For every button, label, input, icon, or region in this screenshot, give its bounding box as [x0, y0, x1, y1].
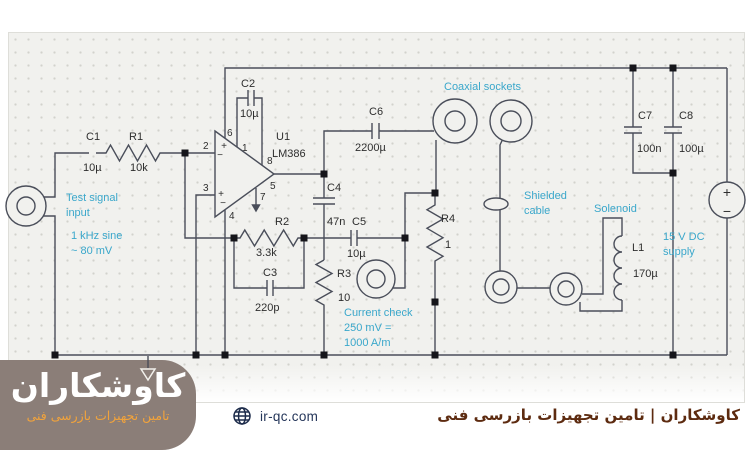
note-supply-1: 15 V DC [663, 231, 705, 243]
opamp-minus-mark-2: − [220, 198, 226, 209]
shielded-cable-symbol [483, 197, 509, 211]
junction-dots [51, 64, 677, 359]
resistor-r2 [234, 228, 304, 248]
c8-branch [664, 68, 682, 355]
input-coax-socket [5, 185, 47, 227]
note-cable: cable [524, 205, 550, 217]
note-coaxial-sockets: Coaxial sockets [444, 81, 522, 93]
component-labels: C1 10µ R1 10k C2 10µ U1 LM386 2 3 6 1 8 … [83, 78, 731, 314]
note-test-signal-2: input [66, 207, 90, 219]
label-c7-value: 100n [637, 143, 661, 155]
label-pin8: 8 [267, 156, 273, 167]
note-sine-2: ~ 80 mV [71, 245, 113, 257]
label-r4: R4 [441, 213, 455, 225]
label-pin7: 7 [260, 192, 266, 203]
logo-subtitle: تامین تجهیزات بازرسی فنی [26, 407, 170, 423]
label-c2: C2 [241, 78, 255, 90]
solenoid-lower-wire [579, 300, 623, 312]
label-pin5: 5 [270, 181, 276, 192]
label-c2-value: 10µ [240, 108, 259, 120]
supply-minus-mark: − [723, 203, 731, 219]
label-pin3: 3 [203, 183, 209, 194]
ground-arrow [139, 368, 157, 382]
opamp-plus-mark-2: + [218, 189, 224, 200]
wire-pin3-ground [195, 194, 215, 355]
label-u1-part: LM386 [272, 148, 306, 160]
label-c4: C4 [327, 182, 341, 194]
wires [41, 67, 728, 368]
label-c6-value: 2200µ [355, 142, 386, 154]
label-r2: R2 [275, 216, 289, 228]
label-r3: R3 [337, 268, 351, 280]
wire-input-signal [41, 152, 89, 198]
annotations: Test signal input 1 kHz sine ~ 80 mV Coa… [66, 81, 705, 349]
solenoid-upper-wire [582, 217, 623, 295]
wire-input-ground [41, 215, 56, 355]
label-r2-value: 3.3k [256, 247, 277, 259]
note-current-check-3: 1000 A/m [344, 337, 390, 349]
label-c4-value: 47n [327, 216, 345, 228]
c2-loop [236, 90, 263, 165]
label-pin6: 6 [227, 128, 233, 139]
label-r3-value: 10 [338, 292, 350, 304]
resistor-r1 [96, 143, 215, 163]
resistor-r3 [314, 259, 334, 355]
label-u1: U1 [276, 131, 290, 143]
connectors [5, 98, 746, 306]
label-l1-value: 170µ [633, 268, 658, 280]
resistor-r4 [425, 193, 445, 355]
opamp-plus-mark-1: + [221, 141, 227, 152]
supply-plus-mark: + [723, 184, 731, 200]
c6-branch [323, 123, 434, 174]
note-current-check-2: 250 mV = [344, 322, 391, 334]
c7-branch [624, 68, 673, 174]
label-c8-value: 100µ [679, 143, 704, 155]
r4-top-link [404, 192, 435, 238]
pin7-arrow [251, 204, 261, 213]
note-supply-2: supply [663, 246, 695, 258]
label-c8: C8 [679, 110, 693, 122]
label-c1-value: 10µ [83, 162, 102, 174]
note-solenoid: Solenoid [594, 203, 637, 215]
note-shielded: Shielded [524, 190, 567, 202]
label-pin4: 4 [229, 211, 235, 222]
note-current-check-1: Current check [344, 307, 413, 319]
logo-title: کاوشکاران [10, 366, 186, 405]
top-bus [224, 67, 727, 139]
check-socket-link [392, 238, 406, 289]
opamp-triangle [214, 129, 276, 219]
globe-icon [232, 406, 252, 431]
label-pin1: 1 [242, 143, 248, 154]
coax-socket-c [484, 270, 518, 304]
c3-loop [233, 238, 305, 296]
note-test-signal-1: Test signal [66, 192, 118, 204]
dc-supply-symbol [708, 181, 746, 219]
opamp-minus-mark-1: − [217, 150, 223, 161]
label-c3: C3 [263, 267, 277, 279]
logo-badge: کاوشکاران تامین تجهیزات بازرسی فنی [0, 360, 196, 450]
feedback-wire [184, 153, 234, 239]
label-c3-value: 220p [255, 302, 279, 314]
label-r1-value: 10k [130, 162, 148, 174]
c4-branch [313, 174, 335, 260]
footer-brand-text: کاوشکاران | تامین تجهیزات بازرسی فنی [437, 406, 740, 424]
coax-socket-a [432, 98, 478, 144]
coax-socket-d [549, 272, 583, 306]
coax-socket-b [489, 99, 533, 143]
c5-wire [304, 230, 405, 246]
inductor-l1 [613, 235, 623, 301]
website-text: ir-qc.com [260, 409, 319, 424]
current-check-socket [356, 259, 396, 299]
label-c7: C7 [638, 110, 652, 122]
label-r1: R1 [129, 131, 143, 143]
label-c6: C6 [369, 106, 383, 118]
note-sine-1: 1 kHz sine [71, 230, 122, 242]
label-c5-value: 10µ [347, 248, 366, 260]
label-c1: C1 [86, 131, 100, 143]
label-pin2: 2 [203, 141, 209, 152]
label-c5: C5 [352, 216, 366, 228]
label-l1: L1 [632, 242, 644, 254]
label-r4-value: 1 [445, 239, 451, 251]
